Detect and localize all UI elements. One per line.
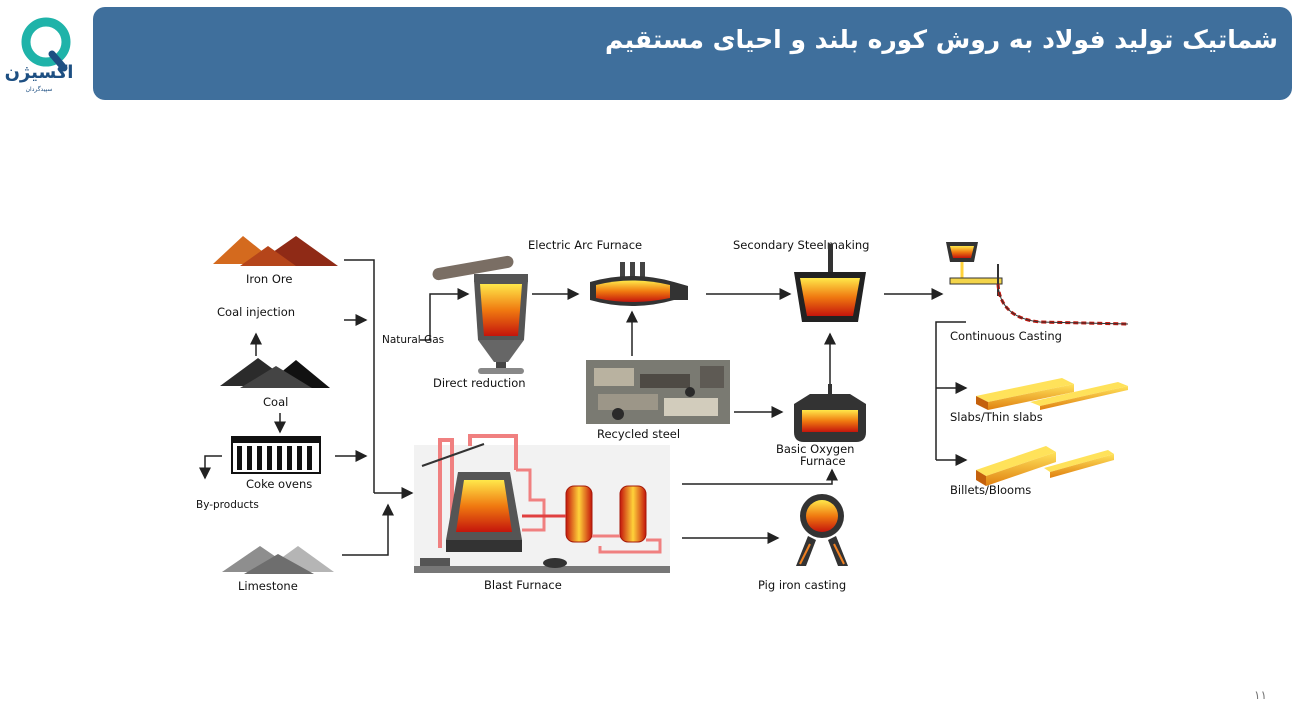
coke-ovens-icon (231, 436, 321, 474)
label-continuous-casting: Continuous Casting (950, 329, 1062, 343)
slide-title: شماتیک تولید فولاد به روش کوره بلند و اح… (605, 25, 1278, 54)
slabs-icon (976, 378, 1128, 410)
page-number: ۱۱ (1254, 688, 1267, 702)
label-slabs: Slabs/Thin slabs (950, 410, 1043, 424)
label-coal: Coal (263, 395, 288, 409)
label-electric-arc-furnace: Electric Arc Furnace (528, 238, 642, 252)
label-coal-injection: Coal injection (217, 305, 295, 319)
label-secondary-steelmaking: Secondary Steelmaking (733, 238, 869, 252)
label-recycled-steel: Recycled steel (597, 427, 680, 441)
label-basic-oxygen-furnace-line1: Basic Oxygen (776, 442, 854, 456)
label-limestone: Limestone (238, 579, 298, 593)
label-natural-gas: Natural Gas (382, 334, 444, 346)
blast-furnace-icon (414, 434, 670, 573)
label-basic-oxygen-furnace-line2: Furnace (800, 454, 846, 468)
iron-ore-pile-icon (213, 236, 338, 266)
label-pig-iron-casting: Pig iron casting (758, 578, 846, 592)
label-blast-furnace: Blast Furnace (484, 578, 562, 592)
label-direct-reduction: Direct reduction (433, 376, 526, 390)
logo-wordmark: اکسیژن (4, 62, 74, 83)
billets-icon (976, 446, 1114, 486)
input-connectors (335, 259, 470, 556)
coal-pile-icon (220, 358, 330, 388)
label-by-products: By-products (196, 499, 259, 511)
basic-oxygen-furnace-icon (794, 384, 866, 442)
pig-iron-casting-icon (796, 494, 848, 566)
limestone-pile-icon (222, 546, 334, 574)
direct-reduction-shaft-icon (432, 255, 528, 374)
secondary-steelmaking-ladle-icon (794, 244, 866, 322)
electric-arc-furnace-icon (590, 262, 688, 306)
recycled-steel-photo-icon (586, 360, 730, 424)
oxygen-logo-icon (21, 17, 71, 72)
label-coke-ovens: Coke ovens (246, 477, 312, 491)
continuous-casting-icon (946, 242, 1129, 326)
label-iron-ore: Iron Ore (246, 272, 292, 286)
logo-tagline: سپیدگردان (25, 86, 53, 93)
label-billets: Billets/Blooms (950, 483, 1031, 497)
title-banner: شماتیک تولید فولاد به روش کوره بلند و اح… (93, 7, 1292, 100)
